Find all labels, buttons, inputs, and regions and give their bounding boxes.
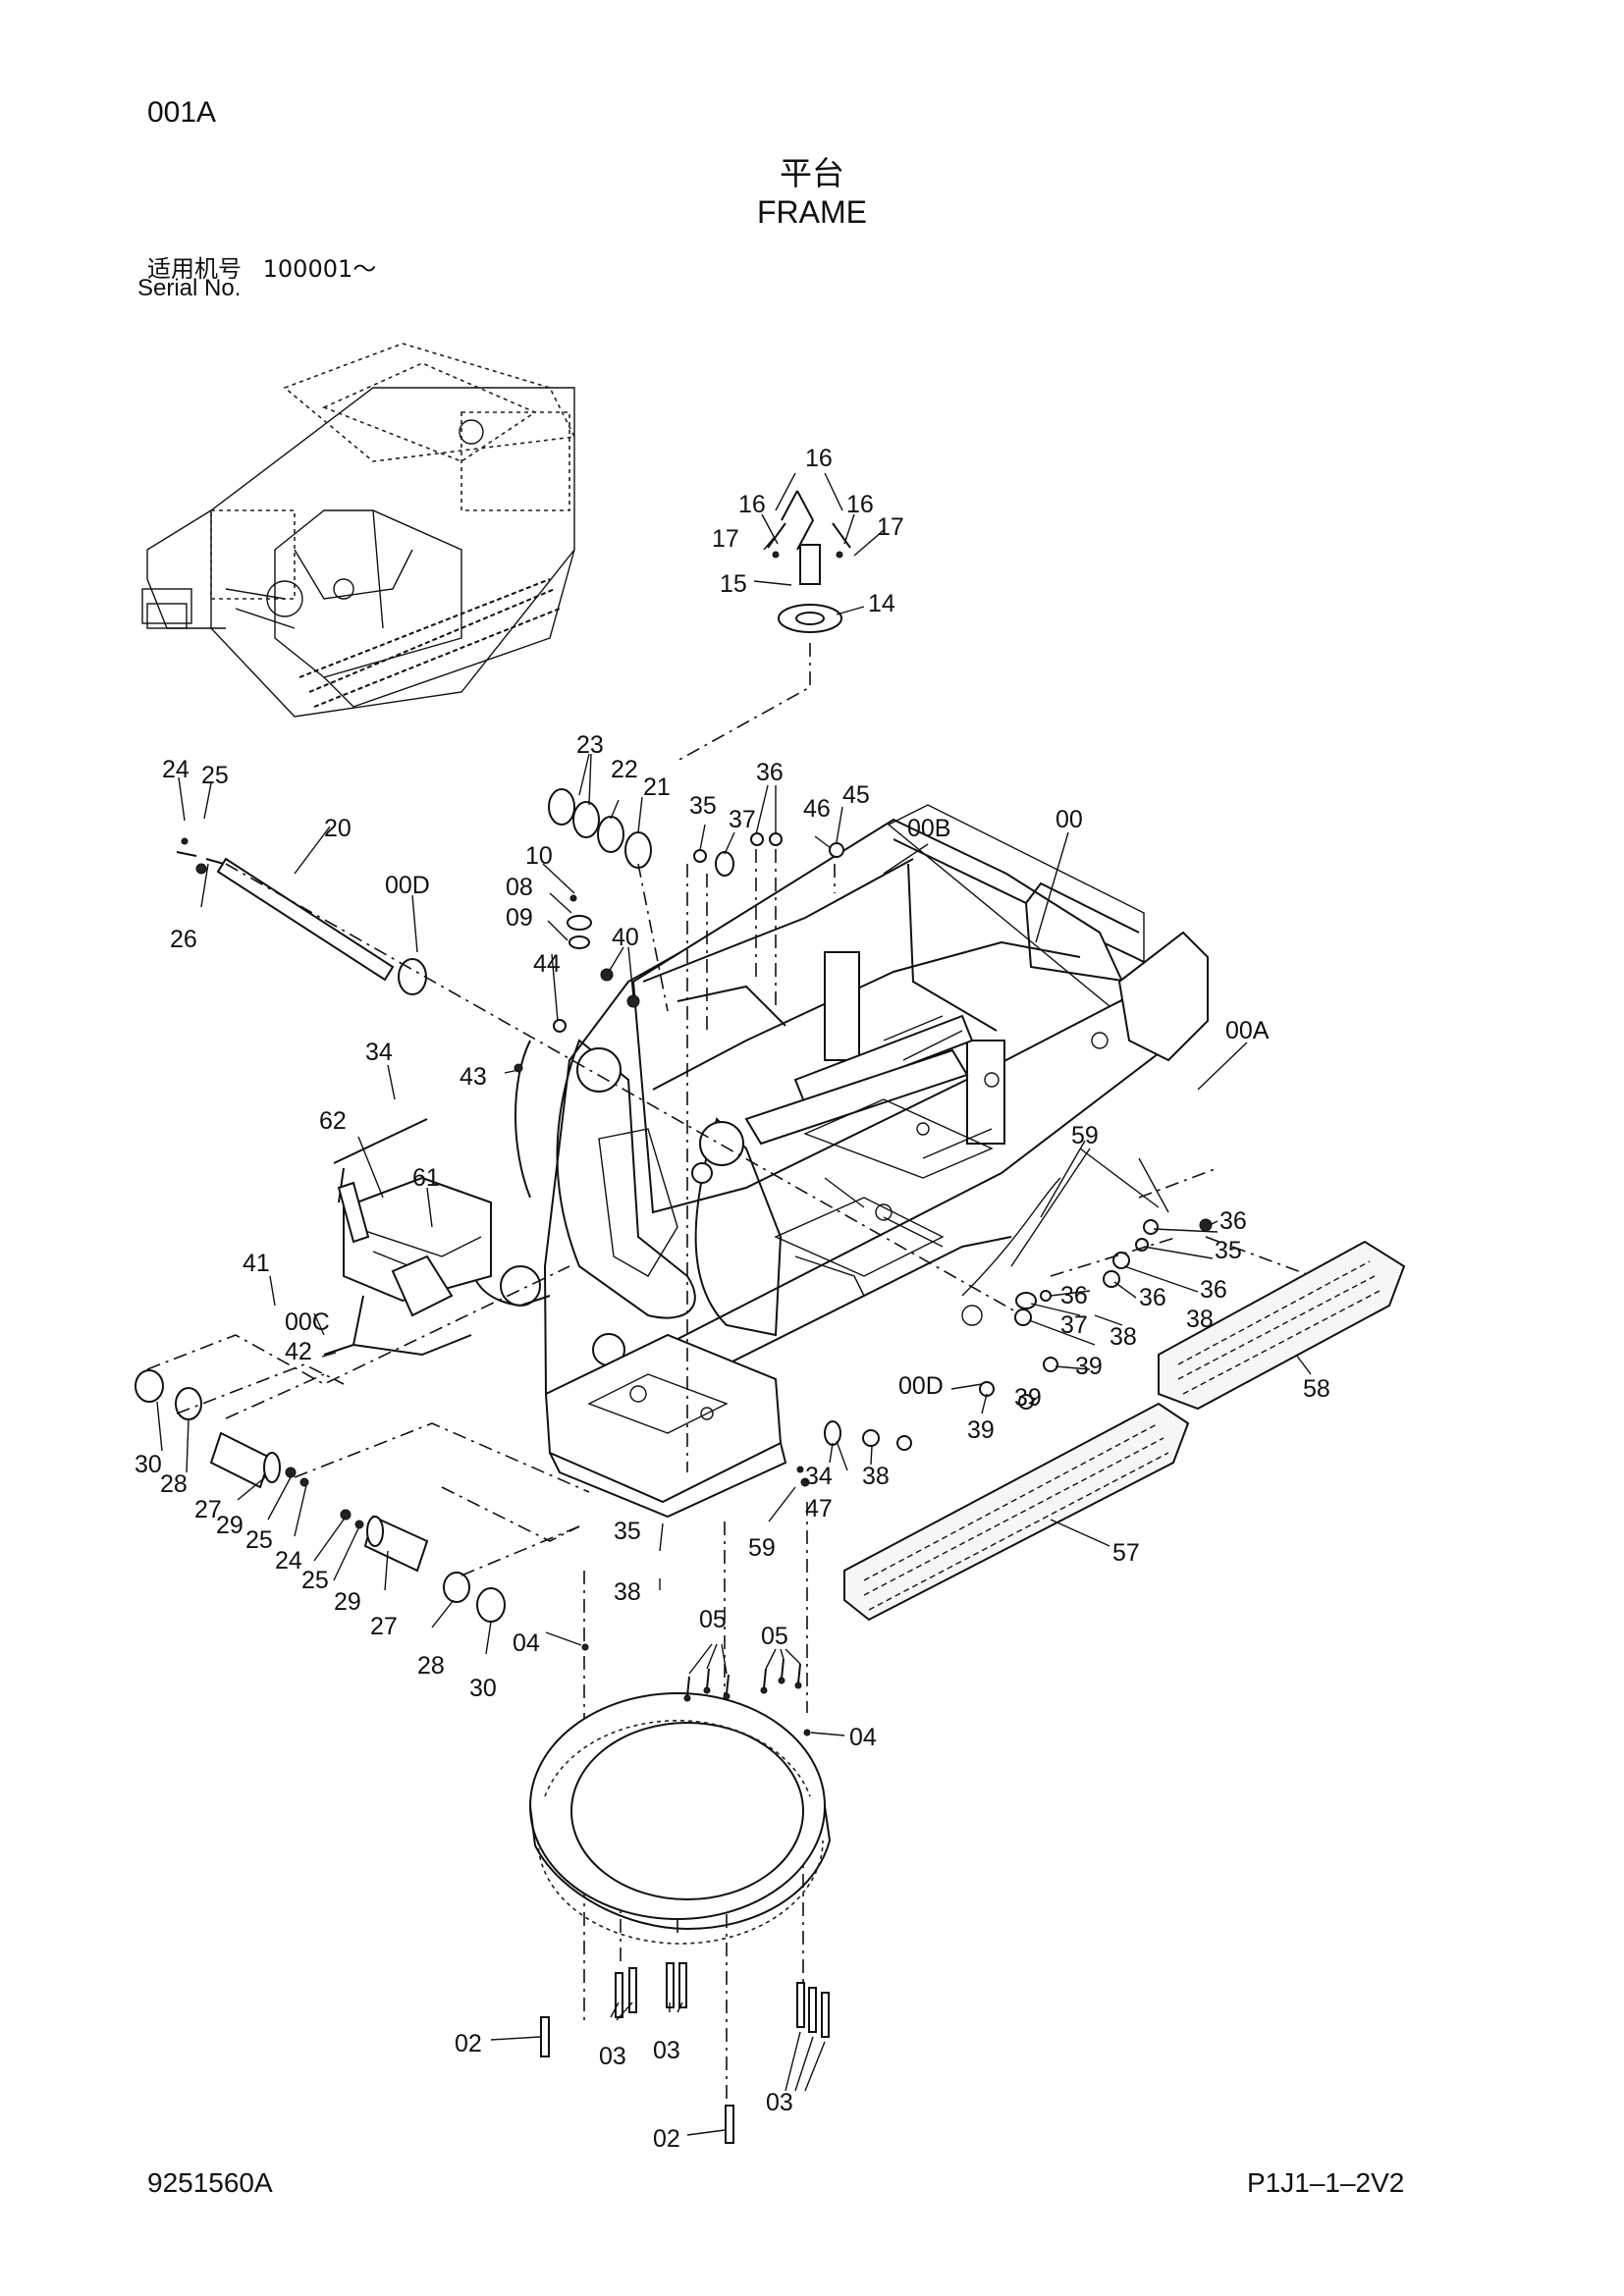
callout-38: 38 bbox=[614, 1578, 641, 1606]
callout-00A: 00A bbox=[1225, 1017, 1270, 1044]
callout-57: 57 bbox=[1112, 1539, 1140, 1567]
callout-15: 15 bbox=[720, 570, 747, 598]
callout-39: 39 bbox=[1075, 1353, 1103, 1380]
excavator-overview-icon bbox=[141, 343, 576, 718]
callout-22: 22 bbox=[611, 756, 638, 783]
callout-05: 05 bbox=[761, 1623, 788, 1650]
callout-08: 08 bbox=[506, 874, 533, 901]
serial-number-range: 适用机号 100001～ bbox=[147, 249, 376, 284]
page-title: FRAME bbox=[757, 194, 867, 230]
callout-25: 25 bbox=[245, 1526, 273, 1554]
callout-16: 16 bbox=[738, 491, 766, 518]
callout-00C: 00C bbox=[285, 1308, 330, 1336]
callout-27: 27 bbox=[194, 1496, 222, 1523]
callout-35: 35 bbox=[689, 792, 717, 820]
callout-16: 16 bbox=[805, 445, 833, 472]
callout-14: 14 bbox=[868, 590, 895, 617]
callout-47: 47 bbox=[805, 1495, 833, 1522]
serial-label-chinese: 适用机号 bbox=[147, 255, 242, 283]
callout-61: 61 bbox=[412, 1164, 440, 1192]
callout-10: 10 bbox=[525, 842, 553, 870]
callout-02: 02 bbox=[455, 2030, 482, 2057]
swing-bearing-bolts bbox=[540, 1643, 830, 2144]
callout-46: 46 bbox=[803, 795, 831, 823]
callout-34: 34 bbox=[365, 1039, 393, 1066]
pin-assembly-lower bbox=[135, 1265, 590, 1623]
callout-38: 38 bbox=[1186, 1306, 1214, 1333]
callout-29: 29 bbox=[216, 1512, 244, 1539]
page-code: 001A bbox=[147, 96, 217, 129]
drawing-number: 9251560A bbox=[147, 2167, 273, 2198]
callout-00D: 00D bbox=[385, 872, 430, 899]
callout-25: 25 bbox=[201, 762, 229, 789]
callout-62: 62 bbox=[319, 1107, 347, 1135]
callout-09: 09 bbox=[506, 904, 533, 932]
page-title-chinese: 平台 bbox=[780, 154, 844, 192]
callout-labels: 16 16 16 17 17 15 14 24 25 26 20 00D 23 … bbox=[135, 445, 1330, 2153]
serial-label: Serial No. bbox=[137, 275, 242, 301]
callout-36: 36 bbox=[1200, 1276, 1227, 1304]
callout-16: 16 bbox=[846, 491, 874, 518]
callout-26: 26 bbox=[170, 926, 197, 953]
callout-39: 39 bbox=[1014, 1384, 1042, 1412]
step-plate-grating bbox=[843, 1240, 1406, 1622]
callout-38: 38 bbox=[1110, 1323, 1137, 1351]
callout-43: 43 bbox=[460, 1063, 487, 1091]
callout-00D: 00D bbox=[898, 1372, 944, 1400]
callout-25: 25 bbox=[301, 1567, 329, 1594]
callout-05: 05 bbox=[699, 1606, 727, 1633]
callout-04: 04 bbox=[849, 1724, 877, 1751]
callout-17: 17 bbox=[877, 513, 904, 541]
callout-40: 40 bbox=[612, 924, 639, 951]
callout-21: 21 bbox=[643, 774, 671, 801]
callout-24: 24 bbox=[275, 1547, 302, 1575]
callout-00: 00 bbox=[1056, 806, 1083, 833]
callout-59: 59 bbox=[1071, 1122, 1099, 1149]
right-side-hardware bbox=[796, 1148, 1366, 1487]
callout-17: 17 bbox=[712, 525, 739, 553]
callout-34: 34 bbox=[805, 1463, 833, 1490]
frame-rear-plate bbox=[544, 1333, 787, 1519]
callout-24: 24 bbox=[162, 756, 189, 783]
callout-28: 28 bbox=[160, 1470, 188, 1498]
callout-30: 30 bbox=[135, 1451, 162, 1478]
callout-58: 58 bbox=[1303, 1375, 1330, 1403]
callout-00B: 00B bbox=[907, 815, 950, 842]
callout-59: 59 bbox=[748, 1534, 776, 1562]
callout-36: 36 bbox=[1219, 1207, 1247, 1235]
page-reference: P1J1–1–2V2 bbox=[1247, 2167, 1405, 2198]
callout-20: 20 bbox=[324, 815, 352, 842]
callout-36: 36 bbox=[1139, 1284, 1166, 1311]
callout-38: 38 bbox=[862, 1463, 890, 1490]
callout-35: 35 bbox=[614, 1518, 641, 1545]
callout-42: 42 bbox=[285, 1338, 312, 1365]
callout-23: 23 bbox=[576, 731, 604, 759]
callout-03: 03 bbox=[766, 2089, 793, 2116]
callout-37: 37 bbox=[1060, 1311, 1088, 1339]
callout-35: 35 bbox=[1215, 1237, 1242, 1264]
left-side-parts bbox=[323, 1118, 492, 1357]
center-joint-parts bbox=[677, 490, 851, 762]
serial-range: 100001～ bbox=[262, 255, 377, 283]
callout-28: 28 bbox=[417, 1652, 445, 1680]
callout-44: 44 bbox=[533, 950, 561, 978]
pin-assembly-upper bbox=[176, 837, 1032, 1321]
callout-02: 02 bbox=[653, 2125, 680, 2153]
callout-leaders bbox=[156, 472, 1312, 2136]
callout-37: 37 bbox=[729, 806, 756, 833]
callout-36: 36 bbox=[1060, 1282, 1088, 1309]
callout-30: 30 bbox=[469, 1675, 497, 1702]
callout-41: 41 bbox=[243, 1250, 270, 1277]
callout-29: 29 bbox=[334, 1588, 361, 1616]
seals-and-fasteners bbox=[514, 788, 844, 1472]
callout-03: 03 bbox=[653, 2037, 680, 2064]
callout-45: 45 bbox=[842, 781, 870, 809]
callout-27: 27 bbox=[370, 1613, 398, 1640]
callout-04: 04 bbox=[513, 1629, 540, 1657]
callout-36: 36 bbox=[756, 759, 784, 786]
callout-39: 39 bbox=[967, 1416, 995, 1444]
callout-03: 03 bbox=[599, 2043, 626, 2070]
swing-bearing-ring bbox=[529, 1502, 832, 2110]
